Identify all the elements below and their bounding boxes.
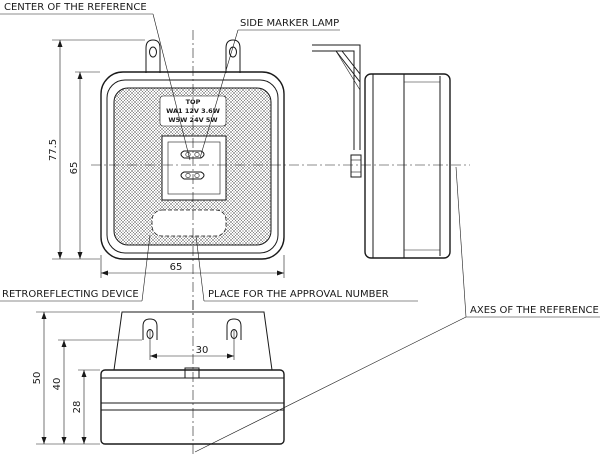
housing-outline [100, 71, 285, 260]
dim-height-total: 77.5 [48, 139, 59, 161]
side-marker-window [161, 135, 227, 201]
label-retroreflecting-device: RETROREFLECTING DEVICE [2, 289, 139, 300]
dim-bottom-40: 40 [52, 378, 63, 391]
front-dimensions: 77.5 65 65 [48, 39, 285, 278]
side-housing [364, 73, 451, 259]
dim-width-body: 65 [170, 262, 183, 273]
side-view [312, 44, 451, 259]
dim-bottom-28: 28 [72, 401, 83, 414]
bottom-view: 30 50 40 28 [32, 300, 285, 455]
label-center-of-reference: CENTER OF THE REFERENCE [4, 2, 147, 13]
bottom-housing-base [100, 369, 285, 445]
dim-bottom-50: 50 [32, 372, 43, 385]
housing-inner-ring [106, 79, 279, 254]
label-side-marker-lamp: SIDE MARKER LAMP [240, 18, 339, 29]
approval-number-slot [151, 209, 227, 237]
label-approval-number: PLACE FOR THE APPROVAL NUMBER [208, 289, 389, 300]
label-axes-of-reference: AXES OF THE REFERENCE [470, 305, 599, 316]
dim-bolt-spacing: 30 [196, 345, 209, 356]
labels: CENTER OF THE REFERENCE SIDE MARKER LAMP… [0, 2, 600, 453]
dim-height-body: 65 [69, 162, 80, 175]
front-view: TOP WA1 12V 3.6W W5W 24V 5W [91, 30, 470, 315]
